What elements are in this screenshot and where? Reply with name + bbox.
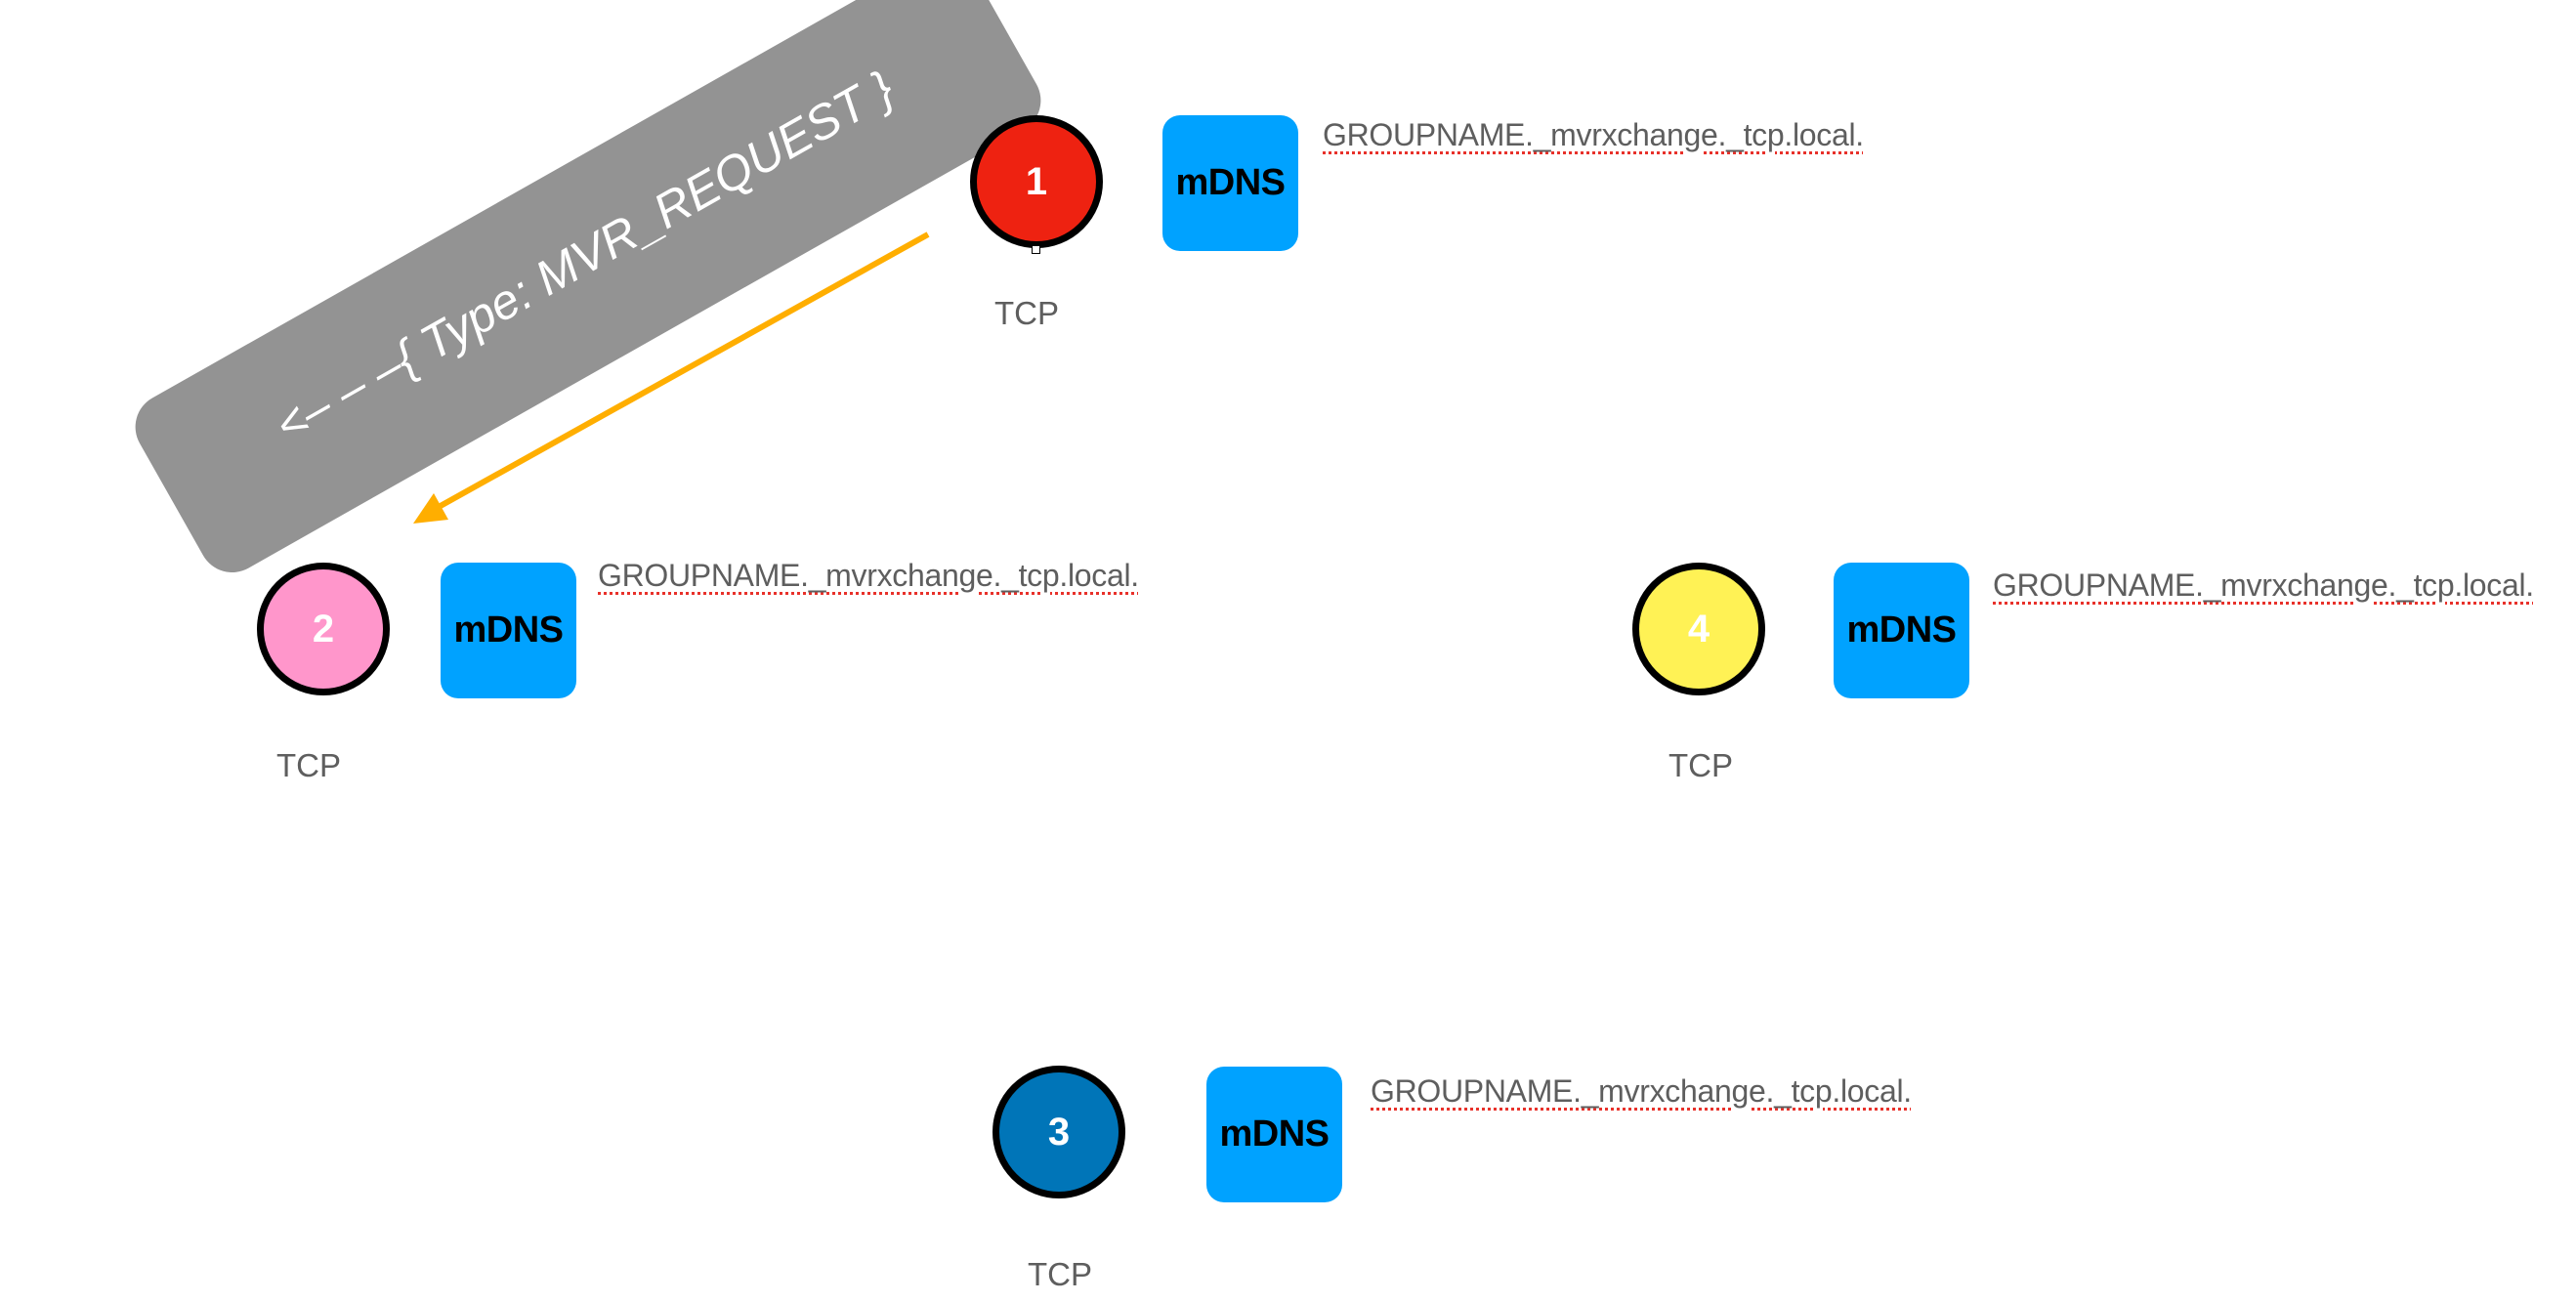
- node-4-circle[interactable]: 4: [1632, 563, 1765, 695]
- mdns-badge-label: mDNS: [453, 609, 564, 651]
- node-3-circle[interactable]: 3: [992, 1066, 1125, 1198]
- mdns-badge-label: mDNS: [1846, 609, 1957, 651]
- node-2-transport: TCP: [276, 747, 341, 783]
- node-3-mdns-badge[interactable]: mDNS: [1206, 1067, 1342, 1202]
- node-4-service-name[interactable]: GROUPNAME._mvrxchange._tcp.local.: [1993, 567, 2534, 603]
- arrow-line: [428, 231, 930, 515]
- node-3-transport: TCP: [1028, 1256, 1092, 1292]
- node-3-label: 3: [1047, 1110, 1071, 1154]
- node-2-mdns-badge[interactable]: mDNS: [441, 563, 576, 698]
- node-1-transport: TCP: [994, 295, 1059, 331]
- node-4-transport: TCP: [1668, 747, 1733, 783]
- arrow-head-icon: [413, 493, 448, 524]
- node-2-circle[interactable]: 2: [257, 563, 390, 695]
- node-4-label: 4: [1687, 607, 1710, 651]
- node-2-service-name[interactable]: GROUPNAME._mvrxchange._tcp.local.: [598, 558, 1139, 593]
- resize-handle[interactable]: [1032, 245, 1040, 254]
- node-3-service-name[interactable]: GROUPNAME._mvrxchange._tcp.local.: [1371, 1073, 1912, 1109]
- mdns-badge-label: mDNS: [1175, 162, 1286, 203]
- node-1-service-name[interactable]: GROUPNAME._mvrxchange._tcp.local.: [1323, 117, 1864, 152]
- mdns-badge-label: mDNS: [1219, 1113, 1330, 1155]
- node-4-mdns-badge[interactable]: mDNS: [1834, 563, 1969, 698]
- node-1-mdns-badge[interactable]: mDNS: [1162, 115, 1298, 251]
- node-1-label: 1: [1025, 159, 1048, 203]
- node-1-circle[interactable]: 1: [970, 115, 1103, 248]
- node-2-label: 2: [312, 607, 335, 651]
